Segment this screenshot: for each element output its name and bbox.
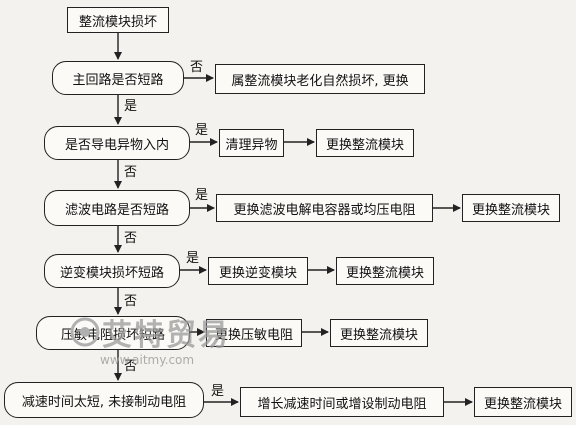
label-yes-d3: 是 bbox=[195, 188, 209, 203]
action-clean-debris: 清理异物 bbox=[219, 129, 284, 157]
action-label: 清理异物 bbox=[225, 137, 278, 153]
action-label: 属整流模块老化自然损坏, 更换 bbox=[231, 73, 409, 89]
decision-label: 减速时间太短, 未接制动电阻 bbox=[21, 394, 187, 410]
decision-main-circuit-short: 主回路是否短路 bbox=[52, 61, 184, 95]
label-no-d1: 否 bbox=[190, 60, 204, 75]
watermark-url: www.aitmy.com bbox=[100, 353, 195, 367]
action-replace-filter-capacitor: 更换滤波电解电容器或均压电阻 bbox=[216, 194, 433, 222]
action-label: 更换压敏电阻 bbox=[214, 327, 293, 343]
decision-label: 主回路是否短路 bbox=[72, 72, 164, 88]
decision-decel-time-short: 减速时间太短, 未接制动电阻 bbox=[4, 382, 204, 418]
decision-inverter-module-short: 逆变模块损坏短路 bbox=[44, 254, 180, 288]
result-replace-module-row3: 更换整流模块 bbox=[462, 194, 560, 222]
decision-label: 是否导电异物入内 bbox=[64, 137, 169, 153]
decision-label: 逆变模块损坏短路 bbox=[59, 265, 164, 281]
action-label: 增长减速时间或增设制动电阻 bbox=[257, 396, 427, 412]
result-label: 更换整流模块 bbox=[345, 265, 424, 281]
action-label: 更换滤波电解电容器或均压电阻 bbox=[233, 202, 416, 218]
action-replace-varistor: 更换压敏电阻 bbox=[206, 319, 302, 347]
result-replace-module-row4: 更换整流模块 bbox=[336, 257, 434, 285]
result-replace-module-row6: 更换整流模块 bbox=[474, 387, 572, 417]
result-label: 更换整流模块 bbox=[471, 202, 550, 218]
watermark-logo: 艾特贸易 bbox=[70, 312, 230, 353]
label-yes-d1: 是 bbox=[124, 99, 138, 114]
action-aging-replace: 属整流模块老化自然损坏, 更换 bbox=[215, 64, 425, 94]
result-label: 更换整流模块 bbox=[339, 327, 418, 343]
decision-filter-circuit-short: 滤波电路是否短路 bbox=[44, 190, 190, 226]
label-yes-d2: 是 bbox=[195, 123, 209, 138]
result-replace-module-row5: 更换整流模块 bbox=[330, 319, 428, 347]
watermark-text: 艾特贸易 bbox=[102, 318, 230, 353]
label-no-d5: 否 bbox=[124, 359, 138, 374]
action-extend-decel-or-brake: 增长减速时间或增设制动电阻 bbox=[240, 387, 444, 417]
label-no-d4: 否 bbox=[124, 294, 138, 309]
label-yes-d4: 是 bbox=[186, 251, 200, 266]
action-label: 更换逆变模块 bbox=[218, 265, 297, 281]
result-label: 更换整流模块 bbox=[325, 137, 404, 153]
label-yes-d6: 是 bbox=[211, 384, 225, 399]
decision-conductive-debris: 是否导电异物入内 bbox=[44, 126, 190, 160]
decision-label: 滤波电路是否短路 bbox=[64, 202, 169, 218]
label-no-d2: 否 bbox=[124, 165, 138, 180]
start-label: 整流模块损坏 bbox=[78, 14, 157, 30]
start-box: 整流模块损坏 bbox=[67, 7, 169, 33]
watermark-mark-icon bbox=[70, 317, 100, 347]
result-replace-module-row2: 更换整流模块 bbox=[316, 129, 414, 157]
result-label: 更换整流模块 bbox=[483, 396, 562, 412]
label-no-d3: 否 bbox=[124, 231, 138, 246]
action-replace-inverter-module: 更换逆变模块 bbox=[208, 257, 308, 285]
